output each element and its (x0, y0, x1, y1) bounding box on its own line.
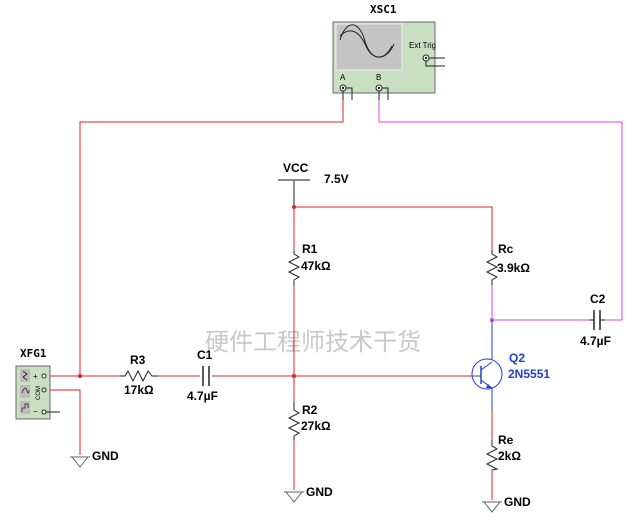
resistor-r2[interactable]: R2 27kΩ (287, 402, 331, 440)
channel-b-label: B (376, 73, 381, 82)
ground-icon (483, 501, 501, 513)
c1-value: 4.7µF (187, 389, 218, 403)
r3-value: 17kΩ (124, 383, 154, 397)
rc-value: 3.9kΩ (497, 261, 530, 275)
wires (50, 100, 623, 500)
junction-dot (292, 205, 296, 209)
q2-value: 2N5551 (508, 367, 550, 381)
emitter-arrow-icon (486, 384, 492, 388)
minus-terminal-label: − (33, 407, 38, 416)
plus-terminal[interactable] (41, 373, 47, 379)
rc-ref: Rc (498, 242, 514, 256)
resistor-rc[interactable]: Rc 3.9kΩ (485, 242, 530, 285)
ground-gen: GND (70, 449, 119, 468)
re-ref: Re (498, 433, 514, 447)
plus-terminal-label: + (33, 372, 38, 381)
com-terminal[interactable] (41, 387, 47, 393)
junction-dot (292, 374, 296, 378)
ground-re: GND (482, 495, 531, 513)
ground-icon (71, 456, 89, 468)
com-label: COM (36, 386, 42, 400)
q2-ref: Q2 (509, 351, 525, 365)
vcc-label: VCC (283, 161, 309, 175)
ext-trig-label: Ext Trig (409, 41, 436, 50)
c2-ref: C2 (590, 292, 606, 306)
minus-terminal[interactable] (41, 409, 47, 415)
oscilloscope-ref: XSC1 (370, 3, 397, 16)
ground-icon (285, 491, 303, 503)
transistor-q2[interactable]: Q2 2N5551 (471, 320, 550, 410)
sine-wave-icon (339, 24, 393, 58)
capacitor-c2[interactable]: C2 4.7µF (580, 292, 611, 348)
resistor-icon (485, 440, 499, 471)
ground-label: GND (504, 495, 531, 509)
transistor-icon (471, 358, 503, 390)
ground-r2: GND (284, 485, 333, 503)
sine-wave-button-icon (20, 385, 30, 398)
c1-ref: C1 (197, 348, 213, 362)
resistor-re[interactable]: Re 2kΩ (485, 433, 521, 471)
ground-label: GND (92, 449, 119, 463)
r2-ref: R2 (302, 403, 318, 417)
watermark: 硬件工程师技术干货 (205, 328, 421, 356)
resistor-r1[interactable]: R1 47kΩ (287, 242, 331, 285)
c2-value: 4.7µF (580, 334, 611, 348)
r2-value: 27kΩ (301, 419, 331, 433)
function-generator-ref: XFG1 (20, 347, 47, 360)
r3-ref: R3 (130, 353, 146, 367)
r1-ref: R1 (302, 242, 318, 256)
wire-vcc-rc (294, 206, 493, 250)
resistor-icon (120, 369, 158, 383)
channel-a-label: A (340, 73, 346, 82)
function-generator[interactable]: XFG1 + − COM (15, 347, 60, 420)
wire-com-gnd (50, 389, 81, 455)
capacitor-c1[interactable]: C1 4.7µF (187, 348, 218, 403)
vcc-value: 7.5V (324, 172, 349, 186)
r1-value: 47kΩ (301, 259, 331, 273)
resistor-r3[interactable]: R3 17kΩ (120, 353, 158, 397)
wire-channel-a (79, 100, 344, 376)
vcc-source[interactable]: VCC 7.5V (278, 161, 349, 186)
resistor-icon (287, 402, 301, 440)
re-value: 2kΩ (498, 449, 521, 463)
ground-label: GND (306, 485, 333, 499)
resistor-icon (485, 250, 499, 285)
junction-dot (78, 374, 82, 378)
resistor-icon (287, 250, 301, 285)
oscilloscope[interactable]: XSC1 Ext Trig A B (332, 3, 445, 100)
wire-channel-b (378, 100, 623, 321)
